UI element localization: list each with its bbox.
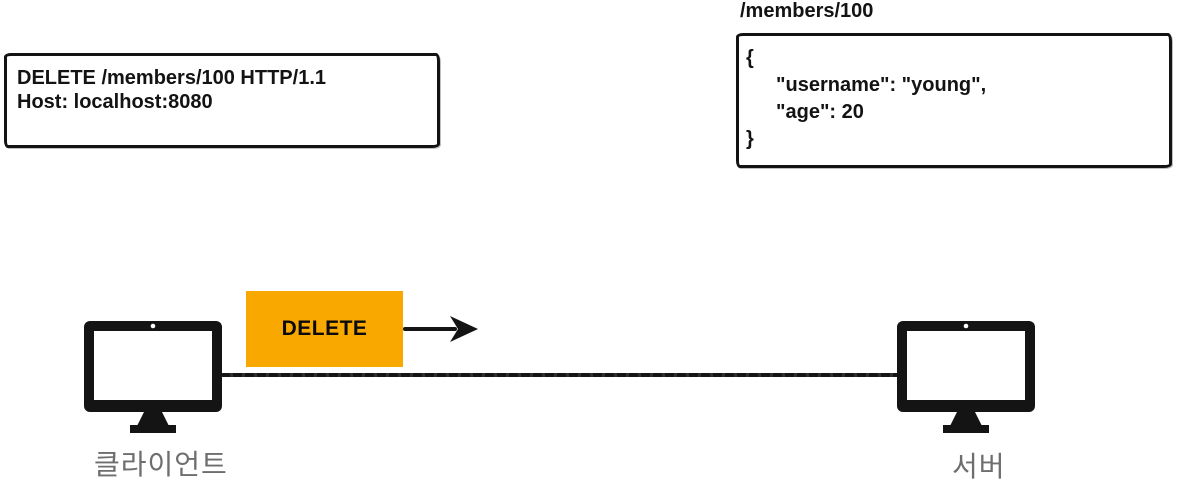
client-monitor-icon (84, 321, 222, 433)
delete-method-badge: DELETE (246, 291, 403, 367)
http-request-box: DELETE /members/100 HTTP/1.1 Host: local… (4, 53, 440, 148)
client-label: 클라이언트 (94, 449, 228, 480)
json-open-brace: { (746, 47, 754, 69)
server-label: 서버 (952, 451, 1006, 480)
delete-method-label: DELETE (281, 317, 368, 340)
connection-line (221, 373, 900, 377)
resource-path-label: /members/100 (740, 0, 874, 22)
json-close-brace: } (746, 128, 754, 150)
json-username-line: "username": "young", (776, 74, 987, 96)
request-start-line: DELETE /members/100 HTTP/1.1 (17, 67, 327, 89)
json-age-line: "age": 20 (776, 101, 864, 123)
resource-json-box: { "username": "young", "age": 20 } (736, 33, 1172, 168)
arrow-right-icon (403, 316, 478, 342)
server-monitor-icon (897, 321, 1035, 433)
request-host-header-line: Host: localhost:8080 (17, 91, 213, 113)
